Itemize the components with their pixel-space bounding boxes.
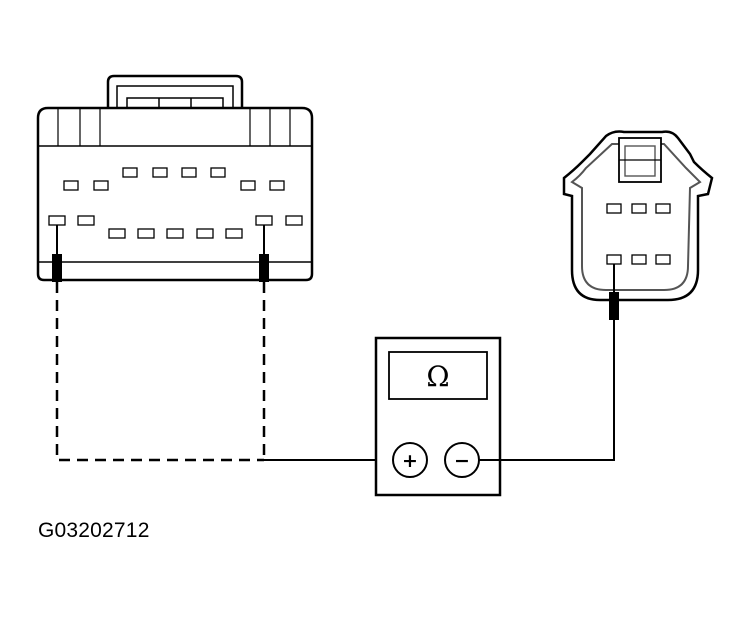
positive-terminal[interactable] [392,442,428,478]
ohm-symbol: Ω [426,360,449,393]
right-probe-tip [609,292,619,320]
left-probe-tip-2 [259,254,269,282]
right-connector-pins [606,203,671,265]
positive-terminal-symbol: + [402,450,418,472]
ohmmeter-display [388,351,488,400]
figure-id-label: G03202712 [38,519,150,542]
ohmmeter: Ω + − [374,336,502,497]
dashed-test-leads [55,282,266,462]
negative-terminal-symbol: − [454,450,470,472]
right-connector-housing [562,130,714,302]
left-probe-tip-1 [52,254,62,282]
left-connector-body [36,106,314,282]
negative-lead-wire [479,318,615,461]
left-connector [36,74,314,282]
left-connector-pins [48,167,303,239]
right-connector [562,130,714,320]
